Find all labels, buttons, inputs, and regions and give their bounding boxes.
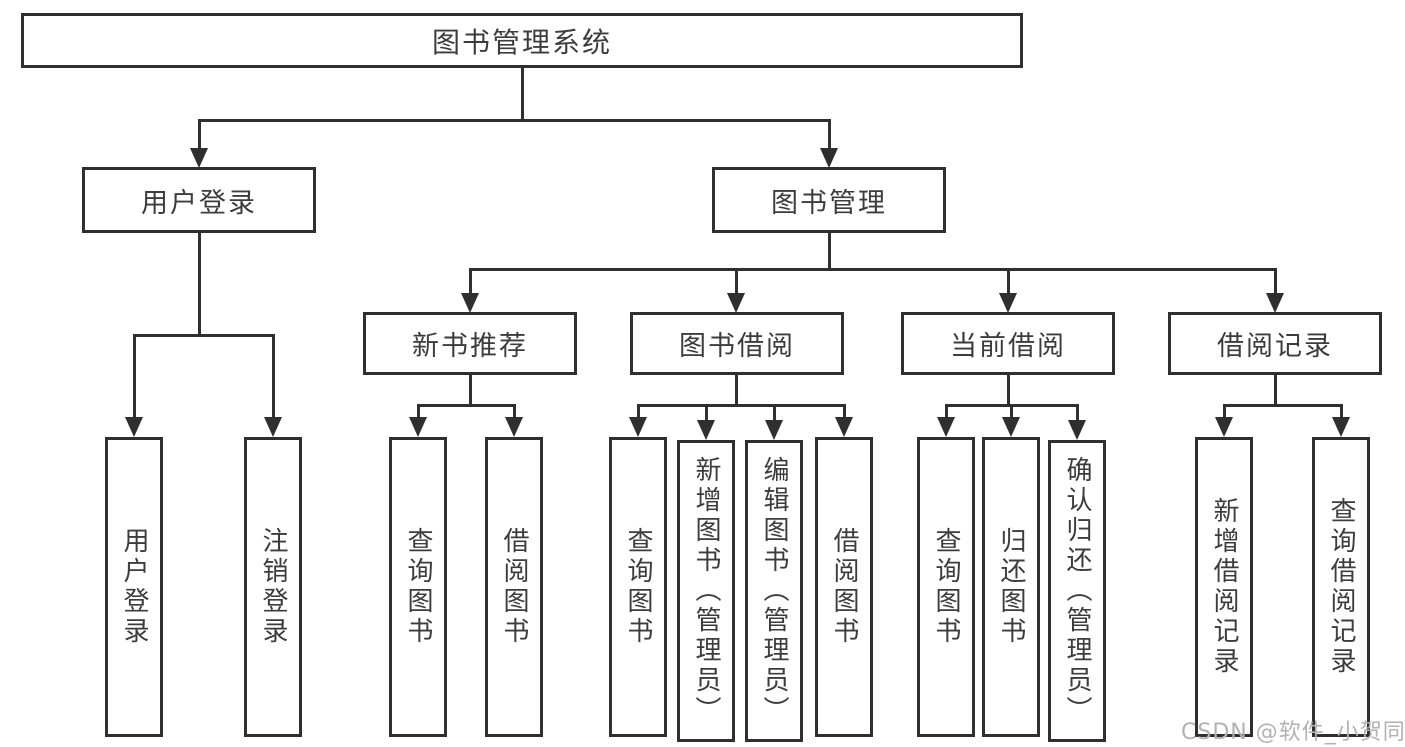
arrowhead-book-management (820, 148, 838, 168)
connector-new-book-recommend-stem (469, 373, 472, 407)
leaf-query-borrow-record-label: 查询借阅记录 (1326, 497, 1356, 677)
node-user-login-label: 用户登录 (141, 187, 257, 219)
connector-to-leaf-query-borrow (637, 404, 640, 418)
leaf-confirm-return-admin-label: 确认归还（管理员） (1062, 456, 1092, 726)
arrowhead-leaf-query-borrow (629, 417, 647, 437)
leaf-query-books-recommend-label: 查询图书 (403, 527, 433, 647)
arrowhead-current-borrow (999, 293, 1017, 313)
leaf-borrow-books-recommend-label: 借阅图书 (499, 527, 529, 647)
arrowhead-leaf-borrow-books (835, 417, 853, 437)
arrowhead-leaf-borrow-recommend (505, 417, 523, 437)
leaf-confirm-return-admin: 确认归还（管理员） (1048, 440, 1106, 742)
arrowhead-leaf-query-current (937, 417, 955, 437)
leaf-add-borrow-record: 新增借阅记录 (1195, 437, 1253, 737)
arrowhead-leaf-add-books (697, 420, 715, 440)
connector-to-leaf-add-record (1223, 404, 1226, 418)
node-current-borrow-label: 当前借阅 (950, 331, 1066, 362)
leaf-borrow-books: 借阅图书 (815, 437, 873, 737)
leaf-borrow-books-label: 借阅图书 (829, 527, 859, 647)
node-root: 图书管理系统 (21, 13, 1023, 68)
connector-to-user-login (198, 119, 201, 150)
connector-borrow-records-branch (1223, 404, 1343, 407)
node-new-book-recommend-label: 新书推荐 (412, 331, 528, 362)
csdn-watermark: CSDN @软件_小贺同学 (1181, 720, 1405, 745)
leaf-query-borrow-record: 查询借阅记录 (1312, 437, 1370, 737)
connector-new-book-recommend-branch (417, 404, 516, 407)
connector-borrow-records-stem (1274, 373, 1277, 407)
node-borrow-records-label: 借阅记录 (1217, 331, 1333, 362)
connector-root-branch (198, 119, 831, 122)
arrowhead-book-borrow (727, 293, 745, 313)
leaf-logout: 注销登录 (244, 437, 302, 737)
connector-book-management-stem (828, 231, 831, 271)
connector-to-current-borrow (1007, 268, 1010, 295)
arrowhead-leaf-logout (264, 417, 282, 437)
connector-to-leaf-borrow-recommend (513, 404, 516, 418)
node-root-label: 图书管理系统 (431, 25, 612, 59)
connector-to-leaf-query-recommend (417, 404, 420, 418)
leaf-query-books-borrow: 查询图书 (609, 437, 667, 737)
connector-to-leaf-add-books (705, 404, 708, 421)
connector-to-book-management (828, 119, 831, 150)
connector-to-leaf-confirm-return (1076, 404, 1079, 421)
leaf-add-books-admin: 新增图书（管理员） (677, 440, 735, 742)
leaf-query-books-recommend: 查询图书 (389, 437, 447, 737)
leaf-add-books-admin-label: 新增图书（管理员） (691, 456, 721, 726)
node-new-book-recommend: 新书推荐 (363, 312, 577, 375)
leaf-borrow-books-recommend: 借阅图书 (485, 437, 543, 737)
arrowhead-leaf-edit-books (765, 420, 783, 440)
connector-to-leaf-borrow-books (843, 404, 846, 418)
node-book-management: 图书管理 (712, 167, 946, 233)
arrowhead-leaf-add-record (1215, 417, 1233, 437)
arrowhead-leaf-user-login (125, 417, 143, 437)
leaf-edit-books-admin: 编辑图书（管理员） (745, 440, 803, 742)
connector-to-leaf-query-current (945, 404, 948, 418)
connector-book-management-branch (469, 268, 1277, 271)
connector-to-leaf-query-record (1340, 404, 1343, 418)
connector-to-leaf-return-books (1010, 404, 1013, 418)
leaf-query-books-borrow-label: 查询图书 (623, 527, 653, 647)
arrowhead-user-login (190, 148, 208, 168)
leaf-return-books-label: 归还图书 (996, 527, 1026, 647)
connector-root-stem (521, 67, 524, 120)
connector-to-leaf-logout (272, 334, 275, 418)
node-book-management-label: 图书管理 (771, 187, 887, 219)
connector-user-login-branch (133, 334, 275, 337)
connector-to-leaf-edit-books (773, 404, 776, 421)
arrowhead-leaf-return-books (1002, 417, 1020, 437)
node-borrow-records: 借阅记录 (1168, 312, 1382, 375)
arrowhead-new-book-recommend (461, 293, 479, 313)
connector-to-leaf-user-login (133, 334, 136, 418)
connector-current-borrow-stem (1007, 373, 1010, 407)
connector-book-borrow-branch (637, 404, 846, 407)
leaf-edit-books-admin-label: 编辑图书（管理员） (759, 456, 789, 726)
connector-to-book-borrow (735, 268, 738, 295)
leaf-add-borrow-record-label: 新增借阅记录 (1209, 497, 1239, 677)
leaf-return-books: 归还图书 (982, 437, 1040, 737)
arrowhead-leaf-query-recommend (409, 417, 427, 437)
leaf-user-login: 用户登录 (105, 437, 163, 737)
leaf-user-login-label: 用户登录 (119, 527, 149, 647)
connector-book-borrow-stem (735, 373, 738, 407)
connector-user-login-stem (198, 231, 201, 337)
arrowhead-leaf-query-record (1332, 417, 1350, 437)
connector-to-borrow-records (1274, 268, 1277, 295)
connector-to-new-book-recommend (469, 268, 472, 295)
node-book-borrow-label: 图书借阅 (679, 331, 795, 362)
leaf-query-books-current-label: 查询图书 (931, 527, 961, 647)
leaf-query-books-current: 查询图书 (917, 437, 975, 737)
arrowhead-leaf-confirm-return (1068, 420, 1086, 440)
node-book-borrow: 图书借阅 (630, 312, 844, 375)
arrowhead-borrow-records (1266, 293, 1284, 313)
node-user-login: 用户登录 (82, 167, 316, 233)
leaf-logout-label: 注销登录 (258, 527, 288, 647)
node-current-borrow: 当前借阅 (901, 312, 1115, 375)
